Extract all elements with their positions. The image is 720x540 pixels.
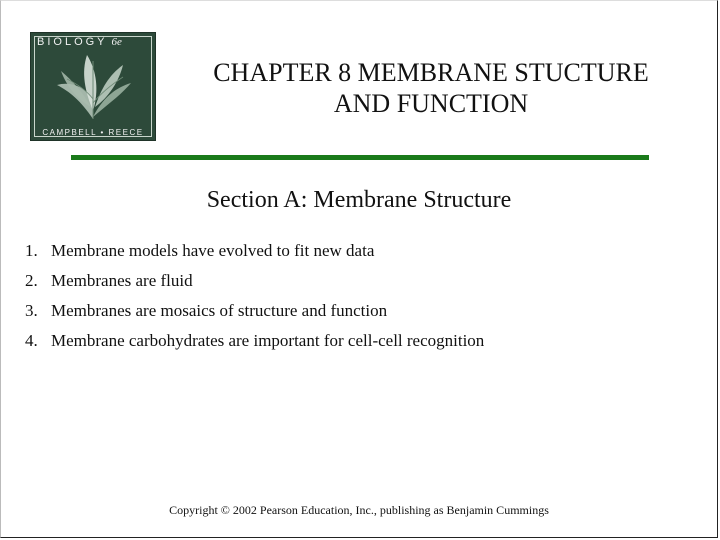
list-item-number: 3. [25,301,38,320]
list-item-text: Membrane models have evolved to fit new … [51,241,375,260]
list-item-number: 4. [25,331,38,350]
chapter-title-line-2: AND FUNCTION [333,89,529,118]
section-title: Section A: Membrane Structure [206,187,512,213]
copyright-text: Copyright © 2002 Pearson Education, Inc.… [169,503,549,517]
cover-title-text: BIOLOGY [37,36,108,48]
list-item: 3. Membranes are mosaics of structure and… [25,299,484,329]
list-item-text: Membrane carbohydrates are important for… [51,331,485,350]
chapter-title-line-1: CHAPTER 8 MEMBRANE STUCTURE [213,58,649,87]
list-item-text: Membranes are fluid [51,271,193,290]
list-item: 1. Membrane models have evolved to fit ne… [25,239,484,269]
cover-frame [34,36,152,137]
title-divider-rule [71,155,649,160]
copyright-notice: Copyright © 2002 Pearson Education, Inc.… [1,503,717,518]
list-item: 2. Membranes are fluid [25,269,484,299]
leaf-illustration-icon [57,55,131,119]
list-item-text: Membranes are mosaics of structure and f… [51,301,388,320]
list-item-number: 2. [25,271,38,290]
chapter-title: CHAPTER 8 MEMBRANE STUCTURE AND FUNCTION [161,57,701,119]
list-item: 4. Membrane carbohydrates are important f… [25,329,484,359]
cover-edition: 6e [111,36,122,48]
list-item-number: 1. [25,241,38,260]
topic-list: 1. Membrane models have evolved to fit ne… [25,239,484,359]
cover-authors: CAMPBELL • REECE [42,128,144,137]
